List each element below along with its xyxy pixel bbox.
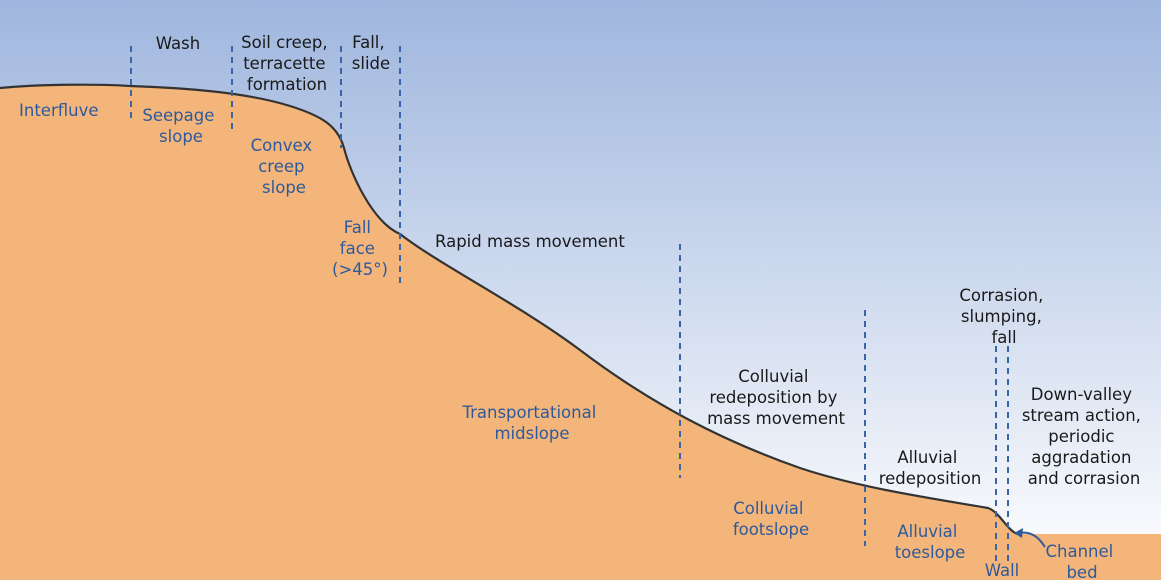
label-line: mass movement bbox=[707, 409, 845, 428]
label-wash: Wash bbox=[156, 34, 200, 53]
label-line: redeposition by bbox=[709, 388, 837, 407]
label-line: midslope bbox=[494, 424, 569, 443]
label-line: Colluvial bbox=[733, 499, 803, 518]
label-line: stream action, bbox=[1022, 406, 1141, 425]
label-line: slope bbox=[262, 178, 306, 197]
label-line: Down-valley bbox=[1031, 385, 1132, 404]
label-fall-face: Fall face (>45°) bbox=[332, 218, 388, 279]
label-corrasion: Corrasion, slumping, fall bbox=[959, 286, 1048, 347]
label-line: Interfluve bbox=[19, 101, 99, 120]
label-line: Alluvial bbox=[897, 448, 957, 467]
channel-bed-arrow-icon bbox=[1014, 528, 1046, 548]
label-line: Alluvial bbox=[897, 522, 957, 541]
label-line: Wall bbox=[985, 561, 1020, 580]
label-line: redeposition bbox=[879, 469, 982, 488]
label-colluvial-redeposition: Colluvial redeposition by mass movement bbox=[707, 367, 845, 428]
label-line: formation bbox=[247, 75, 327, 94]
label-line: aggradation bbox=[1031, 448, 1131, 467]
label-rapid-mass-movement: Rapid mass movement bbox=[435, 232, 625, 251]
label-line: Transportational bbox=[461, 403, 596, 422]
label-fall-slide: Fall, slide bbox=[352, 33, 390, 73]
label-line: slide bbox=[352, 54, 390, 73]
label-line: Corrasion, bbox=[959, 286, 1043, 305]
label-colluvial-footslope: Colluvial footslope bbox=[733, 499, 809, 539]
label-line: (>45°) bbox=[332, 260, 388, 279]
label-line: Seepage bbox=[142, 106, 214, 125]
label-line: bed bbox=[1066, 563, 1097, 580]
label-channel-bed: Channel bed bbox=[1046, 542, 1119, 580]
label-transportational-midslope: Transportational midslope bbox=[461, 403, 601, 443]
label-line: Wash bbox=[156, 34, 200, 53]
label-line: creep bbox=[258, 157, 304, 176]
label-line: slumping, bbox=[961, 307, 1042, 326]
slope-profile-line bbox=[0, 83, 1019, 536]
label-line: toeslope bbox=[895, 543, 966, 562]
label-alluvial-redeposition: Alluvial redeposition bbox=[879, 448, 982, 488]
label-line: Rapid mass movement bbox=[435, 232, 625, 251]
label-line: fall bbox=[991, 328, 1016, 347]
label-line: periodic bbox=[1048, 427, 1114, 446]
label-alluvial-toeslope: Alluvial toeslope bbox=[895, 522, 966, 562]
label-line: terracette bbox=[243, 54, 325, 73]
label-down-valley: Down-valley stream action, periodic aggr… bbox=[1022, 385, 1146, 488]
label-line: face bbox=[340, 239, 375, 258]
label-wall: Wall bbox=[985, 561, 1020, 580]
label-line: Soil creep, bbox=[241, 33, 328, 52]
zone-dividers bbox=[130, 46, 1009, 562]
label-line: footslope bbox=[733, 520, 809, 539]
label-interfluve: Interfluve bbox=[19, 101, 99, 120]
label-line: Fall, bbox=[352, 33, 385, 52]
label-line: Colluvial bbox=[738, 367, 808, 386]
label-line: Channel bbox=[1046, 542, 1114, 561]
label-soil-creep: Soil creep, terracette formation bbox=[241, 33, 333, 94]
hillslope-ground bbox=[0, 84, 1161, 580]
label-line: Convex bbox=[251, 136, 313, 155]
label-seepage-slope: Seepage slope bbox=[142, 106, 219, 146]
label-convex-creep-slope: Convex creep slope bbox=[251, 136, 318, 197]
label-line: and corrasion bbox=[1028, 469, 1141, 488]
label-line: Fall bbox=[344, 218, 371, 237]
label-line: slope bbox=[159, 127, 203, 146]
